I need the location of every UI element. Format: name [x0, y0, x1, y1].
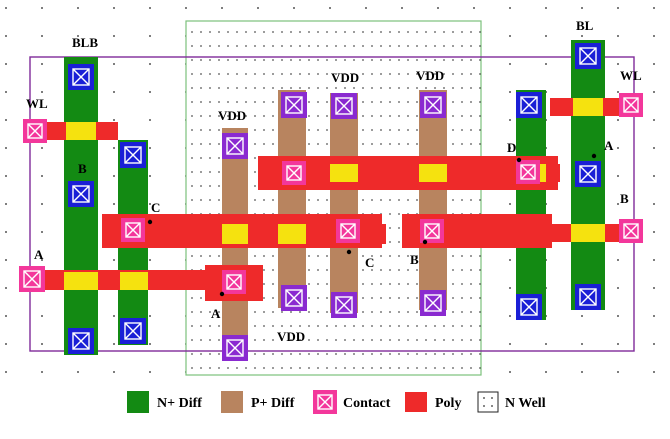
contact-p2-top	[281, 92, 307, 118]
contact-n-right-top	[516, 92, 542, 118]
label-blb: BLB	[72, 35, 98, 50]
legend-label-poly: Poly	[435, 396, 461, 411]
label-bl: BL	[576, 18, 594, 33]
legend-label-contact: Contact	[343, 396, 391, 411]
legend-item-p-diff: P+ Diff	[221, 391, 295, 413]
diagram-labels: BLB BL WL WL VDD VDD VDD VDD A A A B B B…	[26, 18, 642, 344]
legend-swatch-n-diff	[127, 391, 149, 413]
label-vdd-3: VDD	[416, 68, 444, 83]
contact-n-left-top	[120, 142, 146, 168]
contact-n-right-bottom	[516, 294, 542, 320]
contact-n-left-bottom	[120, 318, 146, 344]
label-b-left: B	[78, 161, 87, 176]
contact-bl-top	[575, 43, 601, 69]
contact-b-right	[619, 219, 643, 243]
cell-boundary	[29, 56, 635, 352]
label-wl-left: WL	[26, 96, 48, 111]
legend: N+ Diff P+ Diff Contact Poly N Well	[127, 390, 546, 414]
label-c-mid: C	[365, 255, 374, 270]
contact-c-left	[121, 218, 145, 242]
contact-vdd-2	[331, 93, 357, 119]
legend-label-n-diff: N+ Diff	[157, 396, 202, 411]
contact-blb-b	[68, 181, 94, 207]
contact-p4-bottom	[420, 290, 446, 316]
legend-swatch-p-diff	[221, 391, 243, 413]
contact-p1-bottom	[222, 335, 248, 361]
label-vdd-1: VDD	[218, 108, 246, 123]
label-vdd-2: VDD	[331, 70, 359, 85]
legend-item-n-diff: N+ Diff	[127, 391, 202, 413]
label-b-mid: B	[410, 252, 419, 267]
legend-label-p-diff: P+ Diff	[251, 396, 295, 411]
label-b-right: B	[620, 191, 629, 206]
legend-swatch-poly	[405, 392, 427, 412]
label-a-left: A	[34, 247, 44, 262]
legend-label-n-well: N Well	[505, 396, 546, 411]
contact-d-right	[516, 160, 540, 184]
label-a-right: A	[604, 138, 614, 153]
contact-p2-mid	[282, 161, 306, 185]
contact-blb-bottom	[68, 328, 94, 354]
contact-vdd-1	[222, 133, 248, 159]
contact-vdd-3	[420, 92, 446, 118]
contact-b-mid	[420, 219, 444, 243]
net-dots	[147, 153, 597, 297]
contact-wl-left	[23, 119, 47, 143]
contact-bl-mid	[575, 161, 601, 187]
label-wl-right: WL	[620, 68, 642, 83]
label-a-mid: A	[211, 306, 221, 321]
contact-bl-bottom	[575, 284, 601, 310]
contacts-layer	[19, 43, 643, 361]
legend-item-poly: Poly	[405, 392, 461, 412]
dotted-box-icon	[477, 391, 499, 413]
label-c-left: C	[151, 200, 160, 215]
contact-p3-bottom	[331, 292, 357, 318]
label-vdd-4: VDD	[277, 329, 305, 344]
contact-blb-top	[68, 64, 94, 90]
legend-item-contact: Contact	[313, 390, 391, 414]
legend-item-n-well: N Well	[477, 391, 546, 413]
contact-a-left	[19, 266, 45, 292]
boxed-x-icon	[313, 390, 337, 414]
label-d-right: D	[507, 140, 516, 155]
contact-a-mid	[222, 270, 246, 294]
contact-p2-bottom	[281, 285, 307, 311]
contact-c-mid	[336, 219, 360, 243]
contact-wl-right	[619, 93, 643, 117]
